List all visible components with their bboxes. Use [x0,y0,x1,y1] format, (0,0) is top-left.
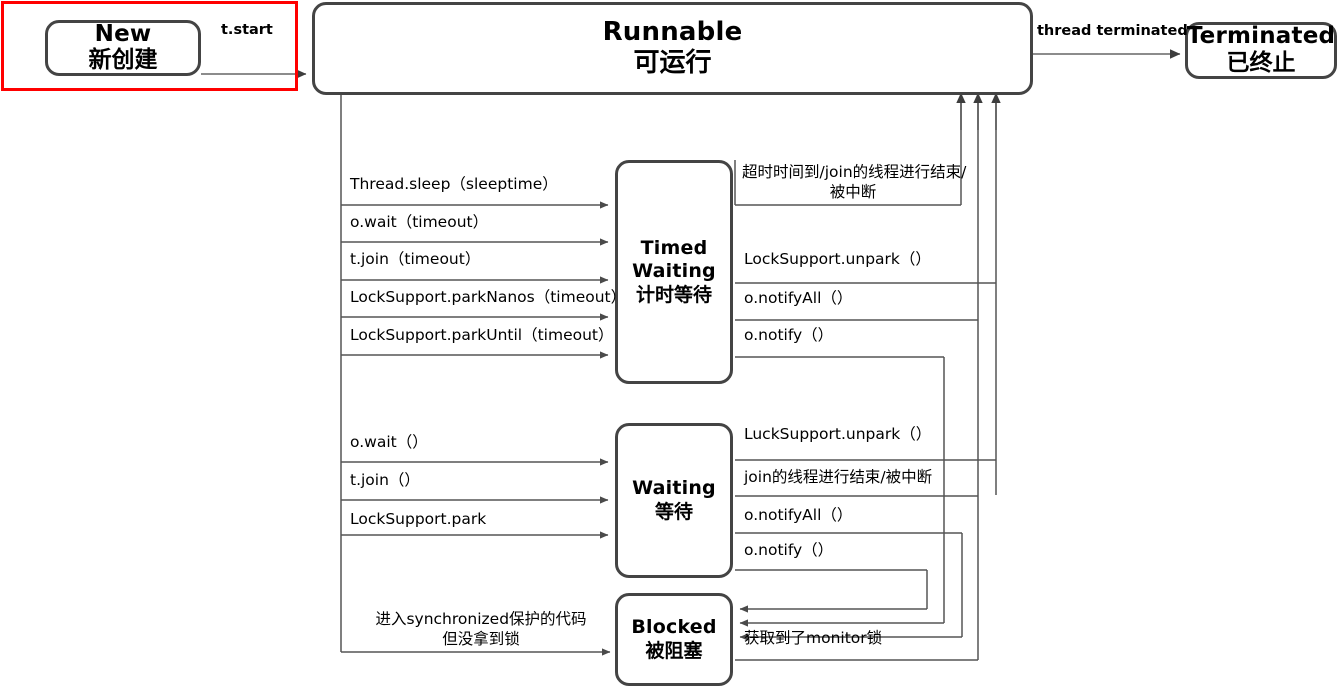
node-blocked-en: Blocked [631,616,717,639]
edge-label-park-nanos: LockSupport.parkNanos（timeout） [350,288,627,306]
edge-label-acquired-monitor: 获取到了monitor锁 [744,629,883,647]
node-blocked[interactable]: Blocked 被阻塞 [615,593,733,686]
edge-label-locksupport-unpark: LockSupport.unpark（） [744,250,931,268]
edge-label-thread-sleep: Thread.sleep（sleeptime） [350,175,558,193]
node-waiting[interactable]: Waiting 等待 [615,423,733,578]
edge-label-t-join-timeout: t.join（timeout） [350,250,481,268]
edge-label-o-wait-timeout: o.wait（timeout） [350,213,489,231]
edge-label-join-thread-end: join的线程进行结束/被中断 [744,468,933,486]
node-waiting-cn: 等待 [654,500,693,523]
node-blocked-cn: 被阻塞 [645,639,703,662]
node-new[interactable]: New 新创建 [45,20,201,76]
edge-label-locksupport-park: LockSupport.park [350,510,487,528]
node-timed-waiting-en1: Timed [640,237,708,260]
edge-label-o-wait: o.wait（） [350,433,428,451]
node-waiting-en: Waiting [632,477,716,500]
node-runnable-en: Runnable [602,16,743,47]
node-terminated[interactable]: Terminated 已终止 [1185,22,1337,79]
node-runnable-cn: 可运行 [633,47,712,78]
edge-label-o-notifyall-timed: o.notifyAll（） [744,289,853,307]
node-new-en: New [94,20,152,47]
edge-label-thread-terminated: thread terminated [1037,23,1188,39]
node-new-cn: 新创建 [88,47,158,74]
node-timed-waiting[interactable]: Timed Waiting 计时等待 [615,160,733,384]
highlight-box-new-state [1,1,298,91]
node-timed-waiting-en2: Waiting [632,260,716,283]
edge-label-park-until: LockSupport.parkUntil（timeout） [350,326,614,344]
edge-label-timeout-expired: 超时时间到/join的线程进行结束/ 被中断 [742,163,967,201]
node-timed-waiting-cn: 计时等待 [635,283,712,306]
edge-label-o-notify-timed: o.notify（） [744,326,834,344]
edge-label-start: t.start [221,22,273,38]
node-runnable[interactable]: Runnable 可运行 [312,2,1033,95]
node-terminated-en: Terminated [1186,23,1336,50]
edge-label-lucksupport-unpark: LuckSupport.unpark（） [744,425,932,443]
edge-label-o-notify-waiting: o.notify（） [744,541,834,559]
node-terminated-cn: 已终止 [1226,49,1296,76]
edge-label-enter-synchronized: 进入synchronized保护的代码 但没拿到锁 [375,610,587,648]
edge-label-o-notifyall-waiting: o.notifyAll（） [744,506,853,524]
edge-label-t-join: t.join（） [350,471,420,489]
